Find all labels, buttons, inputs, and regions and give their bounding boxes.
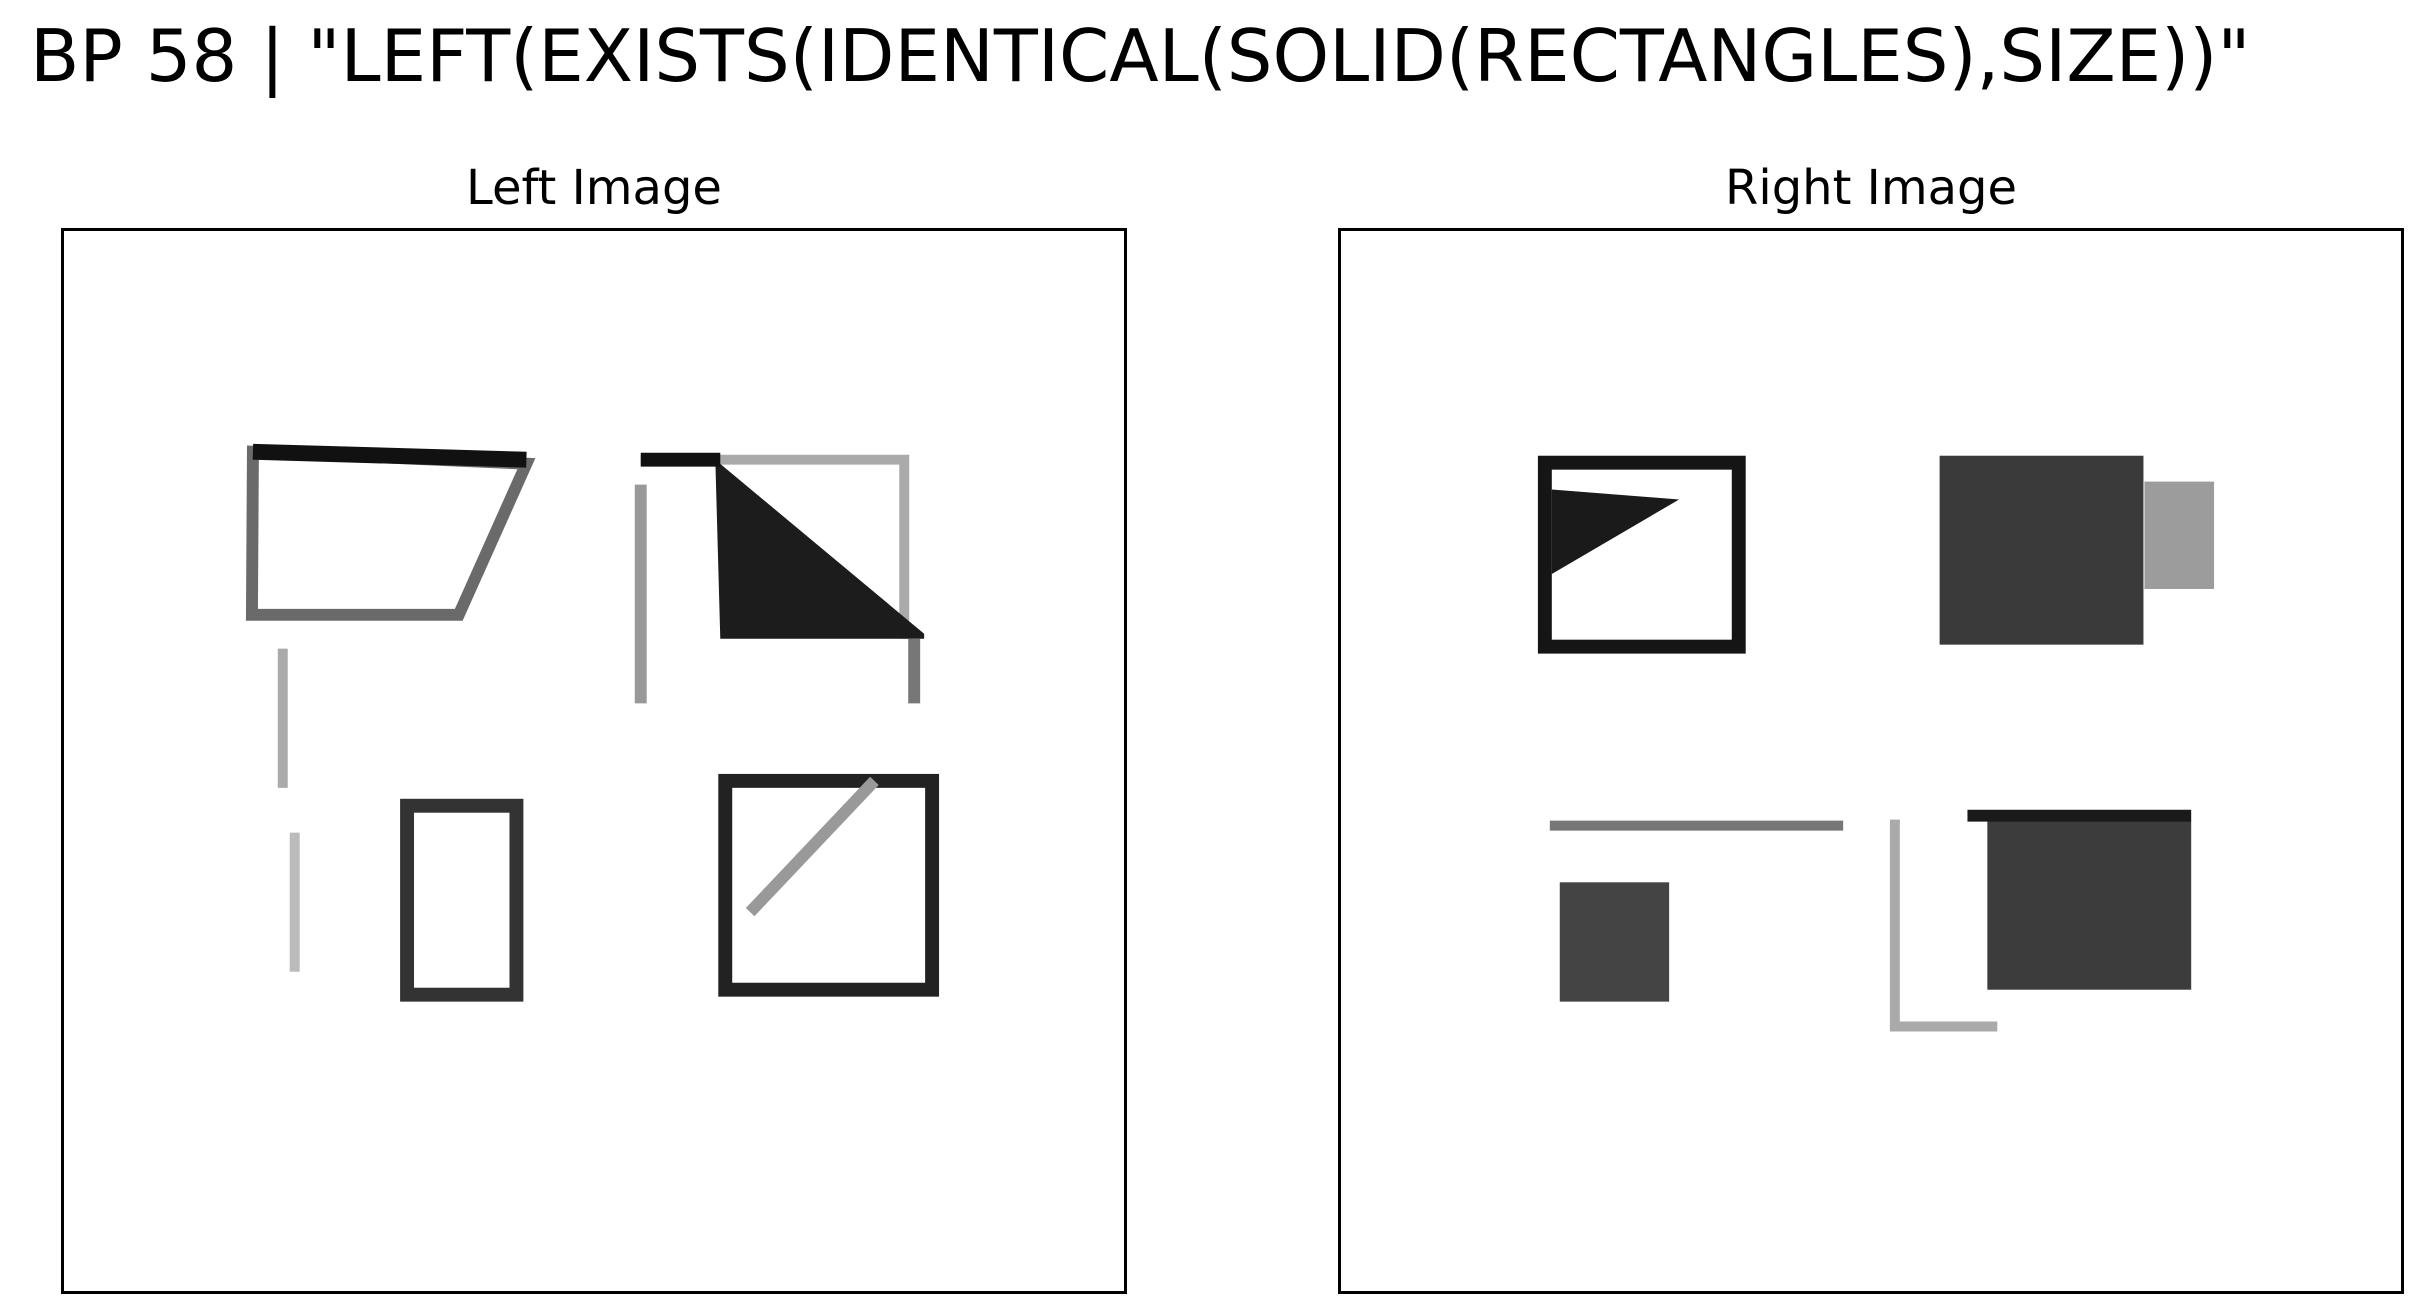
right-image-panel bbox=[1338, 228, 2404, 1294]
left-image-title: Left Image bbox=[466, 160, 722, 216]
light-tab-rectangle bbox=[2144, 481, 2215, 589]
page-title: BP 58 | "LEFT(EXISTS(IDENTICAL(SOLID(REC… bbox=[30, 14, 2251, 98]
small-outline-rectangle bbox=[400, 798, 524, 1002]
solid-dark-square-small bbox=[1559, 882, 1670, 1002]
outline-square-with-wedge bbox=[1537, 455, 1746, 654]
left-image-canvas bbox=[245, 443, 940, 1002]
solid-triangle-shape bbox=[715, 459, 925, 639]
solid-dark-square-large bbox=[1939, 455, 2144, 645]
square-diagonal-line bbox=[745, 776, 879, 917]
frame-top-edge bbox=[640, 454, 910, 639]
outline-square-shape bbox=[718, 773, 940, 997]
solid-dark-rectangle bbox=[1987, 820, 2192, 990]
black-wedge-shape bbox=[1551, 489, 1680, 575]
outline-trapezoid-shape bbox=[245, 445, 536, 621]
trapezoid-top-edge bbox=[252, 443, 527, 468]
right-image-canvas bbox=[1537, 455, 2215, 1032]
right-image-title: Right Image bbox=[1725, 160, 2017, 216]
left-image-panel bbox=[61, 228, 1127, 1294]
l-shaped-line bbox=[1889, 819, 1998, 1032]
